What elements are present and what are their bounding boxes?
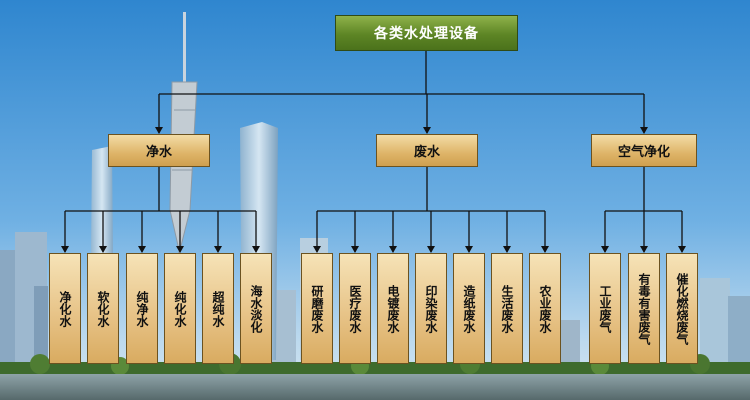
leaf-node: 生活废水 xyxy=(491,253,523,364)
leaf-node: 电镀废水 xyxy=(377,253,409,364)
leaf-node: 有毒有害废气 xyxy=(628,253,660,364)
category-node: 净水 xyxy=(108,134,210,167)
leaf-node: 净化水 xyxy=(49,253,81,364)
leaf-node: 纯化水 xyxy=(164,253,196,364)
leaf-node: 研磨废水 xyxy=(301,253,333,364)
category-node: 空气净化 xyxy=(591,134,697,167)
category-node: 废水 xyxy=(376,134,478,167)
leaf-node: 印染废水 xyxy=(415,253,447,364)
leaf-node: 纯净水 xyxy=(126,253,158,364)
leaf-node: 超纯水 xyxy=(202,253,234,364)
leaf-node: 农业废水 xyxy=(529,253,561,364)
leaf-node: 工业废气 xyxy=(589,253,621,364)
leaf-node: 造纸废水 xyxy=(453,253,485,364)
leaf-node: 软化水 xyxy=(87,253,119,364)
root-node: 各类水处理设备 xyxy=(335,15,518,51)
leaf-node: 海水淡化 xyxy=(240,253,272,364)
leaf-node: 催化燃烧废气 xyxy=(666,253,698,364)
leaf-node: 医疗废水 xyxy=(339,253,371,364)
